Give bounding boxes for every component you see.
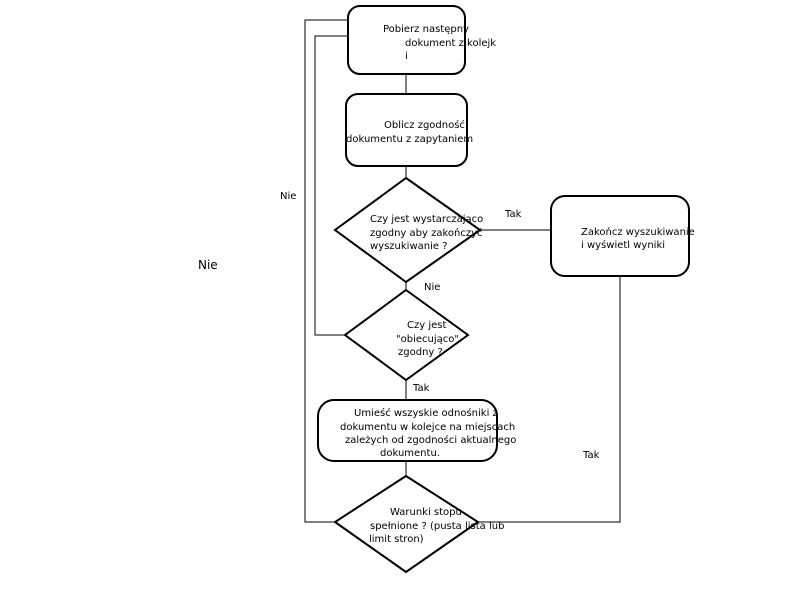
node-stop-line-2: spełnione ? (pusta lista lub — [370, 521, 504, 532]
node-enqueue-line-1: Umieść wszyskie odnośniki z — [354, 407, 498, 419]
node-stop-line-3: limit stron) — [369, 534, 424, 545]
node-enqueue-box — [317, 399, 498, 462]
edge-label-enough-yes: Tak — [504, 209, 522, 220]
connectors — [304, 19, 621, 523]
node-enough-line-1: Czy jest wystarczająco — [370, 214, 483, 225]
node-stop-decision: Warunki stopu spełnione ? (pusta lista l… — [333, 474, 508, 574]
node-fetch-line-1: Pobierz następny — [383, 24, 469, 35]
node-finish-box — [550, 195, 690, 277]
node-fetch-box — [347, 5, 466, 75]
node-promising-diamond — [343, 288, 470, 382]
node-promising-decision: Czy jest "obiecująco" zgodny ? — [343, 288, 470, 382]
node-promising-line-1: Czy jest — [407, 320, 446, 331]
node-enqueue-line-4: dokumentu. — [380, 448, 440, 459]
edge-promising-no-loop — [314, 35, 348, 336]
node-compute-line-2: dokumentu z zapytaniem — [346, 134, 473, 145]
node-compute-line-1: Oblicz zgodność — [384, 119, 465, 131]
node-fetch-line-2: dokument z kolejk — [405, 38, 496, 49]
node-fetch-next-document: Pobierz następny dokument z kolejk i — [347, 5, 499, 75]
node-stop-text: Warunki stopu spełnione ? (pusta lista l… — [369, 507, 508, 545]
node-stop-diamond — [333, 474, 480, 574]
node-compute-relevance: Oblicz zgodność dokumentu z zapytaniem — [345, 93, 473, 167]
node-enqueue-links: Umieść wszyskie odnośniki z dokumentu w … — [317, 399, 520, 462]
edge-label-enough-no: Nie — [424, 282, 440, 293]
edge-stop-no-loop — [304, 19, 348, 523]
node-finish-search: Zakończ wyszukiwanie i wyświetl wyniki — [550, 195, 698, 277]
node-compute-box — [345, 93, 468, 167]
node-enough-line-3: wyszukiwanie ? — [370, 241, 448, 252]
node-finish-line-2: i wyświetl wyniki — [581, 239, 665, 251]
node-enough-diamond — [333, 176, 482, 284]
node-finish-line-1: Zakończ wyszukiwanie — [581, 226, 695, 238]
node-fetch-line-3: i — [405, 51, 408, 62]
node-promising-line-2: "obiecująco" — [396, 334, 459, 345]
node-promising-text: Czy jest "obiecująco" zgodny ? — [396, 320, 462, 358]
edge-label-stop-yes: Tak — [582, 450, 600, 461]
node-enqueue-line-3: zależych od zgodności aktualnego — [345, 434, 516, 446]
node-enough-text: Czy jest wystarczająco zgodny aby zakońc… — [370, 214, 486, 252]
node-stop-line-1: Warunki stopu — [390, 507, 462, 518]
node-promising-line-3: zgodny ? — [398, 347, 443, 358]
node-enough-decision: Czy jest wystarczająco zgodny aby zakońc… — [333, 176, 486, 284]
edge-label-promising-no: Nie — [280, 191, 296, 202]
node-enqueue-line-2: dokumentu w kolejce na miejscach — [340, 422, 515, 433]
edge-label-promising-yes: Tak — [412, 383, 430, 394]
free-label-nie: Nie — [198, 258, 218, 272]
node-enqueue-text: Umieść wszyskie odnośniki z dokumentu w … — [340, 407, 520, 459]
node-enough-line-2: zgodny aby zakończyć — [370, 227, 483, 239]
node-finish-text: Zakończ wyszukiwanie i wyświetl wyniki — [581, 226, 698, 251]
edge-stop-yes — [478, 276, 621, 523]
node-fetch-text: Pobierz następny dokument z kolejk i — [383, 24, 499, 62]
edge-labels: Tak Nie Nie Tak Tak — [280, 191, 600, 461]
node-compute-text: Oblicz zgodność dokumentu z zapytaniem — [346, 119, 473, 145]
